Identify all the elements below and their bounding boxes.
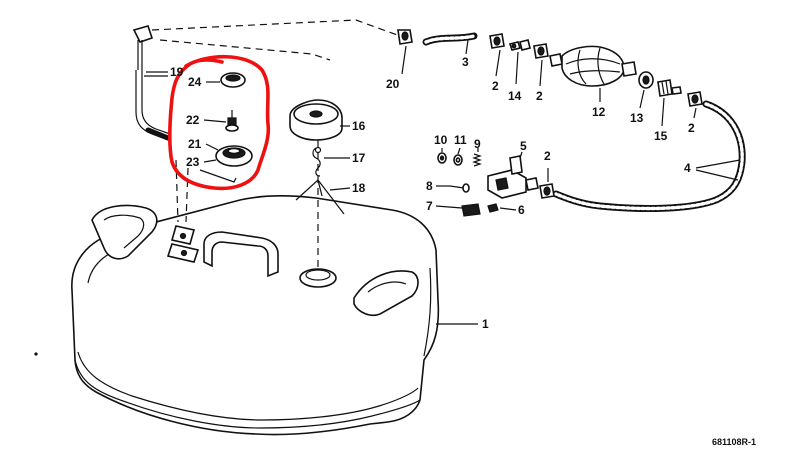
callout-14: 14 <box>508 89 522 103</box>
check-valve <box>657 79 682 97</box>
spring <box>472 153 482 167</box>
hose-clamp-2 <box>533 43 549 59</box>
callout-13: 13 <box>630 111 644 125</box>
callout-10: 10 <box>434 133 448 147</box>
callout-6: 6 <box>518 203 525 217</box>
callout-2-d: 2 <box>544 149 551 163</box>
vent-spring <box>295 179 345 215</box>
tank-rear-vent <box>353 270 419 317</box>
primer-bulb <box>549 45 637 87</box>
callout-12: 12 <box>592 105 606 119</box>
fuel-tank <box>71 195 440 436</box>
callout-23: 23 <box>186 155 200 169</box>
bulb-nut <box>638 71 654 89</box>
screw <box>449 183 470 193</box>
gauge-lens <box>220 72 246 88</box>
gauge-body <box>215 145 253 167</box>
tank-front-handle <box>91 204 158 260</box>
assembly-line-gauge <box>175 159 189 223</box>
callout-24: 24 <box>188 75 202 89</box>
o-ring <box>437 152 447 164</box>
washer <box>453 154 463 166</box>
callout-18: 18 <box>352 181 366 195</box>
callout-8: 8 <box>426 179 433 193</box>
callout-21: 21 <box>188 137 202 151</box>
assembly-line-pickup-down <box>159 39 331 61</box>
callout-7: 7 <box>426 199 433 213</box>
callout-2-c: 2 <box>688 121 695 135</box>
assembly-line-pickup <box>151 19 401 37</box>
callout-20: 20 <box>386 77 400 91</box>
hose-clamp-1 <box>489 33 505 49</box>
cap-chain <box>312 146 322 177</box>
gauge-gasket <box>199 169 237 183</box>
callout-1: 1 <box>482 317 489 331</box>
callout-16: 16 <box>352 119 366 133</box>
callout-19: 19 <box>170 65 184 79</box>
tank-fill-opening <box>299 268 337 288</box>
callout-11: 11 <box>454 133 467 147</box>
callout-15: 15 <box>654 129 668 143</box>
callout-2-a: 2 <box>492 79 499 93</box>
tank-fitting <box>397 29 413 45</box>
hose-clamp-3 <box>687 91 703 107</box>
small-screw <box>487 203 499 213</box>
gauge-needle <box>225 110 239 132</box>
tank-carry-handle <box>203 231 279 278</box>
short-hose <box>422 32 478 46</box>
leader-lines <box>144 39 741 325</box>
callout-5: 5 <box>520 139 527 153</box>
callout-2-b: 2 <box>536 89 543 103</box>
callout-17: 17 <box>352 151 366 165</box>
red-highlight-circle <box>167 54 271 191</box>
retainer-plate <box>461 203 481 217</box>
connector <box>508 39 531 51</box>
callout-4: 4 <box>684 161 691 175</box>
hose-clamp-4 <box>539 183 555 199</box>
callout-22: 22 <box>186 113 200 127</box>
pickup-tube <box>132 25 171 141</box>
callout-3: 3 <box>462 55 469 69</box>
stray-mark <box>34 352 38 356</box>
fuel-hose <box>552 100 746 212</box>
drawing-reference-number: 681108R-1 <box>712 437 756 447</box>
callout-9: 9 <box>474 137 481 151</box>
filler-cap <box>289 99 343 141</box>
tank-connector <box>487 155 539 199</box>
callout-labels: 1 2 2 2 2 3 4 5 6 7 8 9 10 11 12 13 14 1… <box>170 55 695 331</box>
tank-fuel-gauge-mount <box>166 225 200 263</box>
